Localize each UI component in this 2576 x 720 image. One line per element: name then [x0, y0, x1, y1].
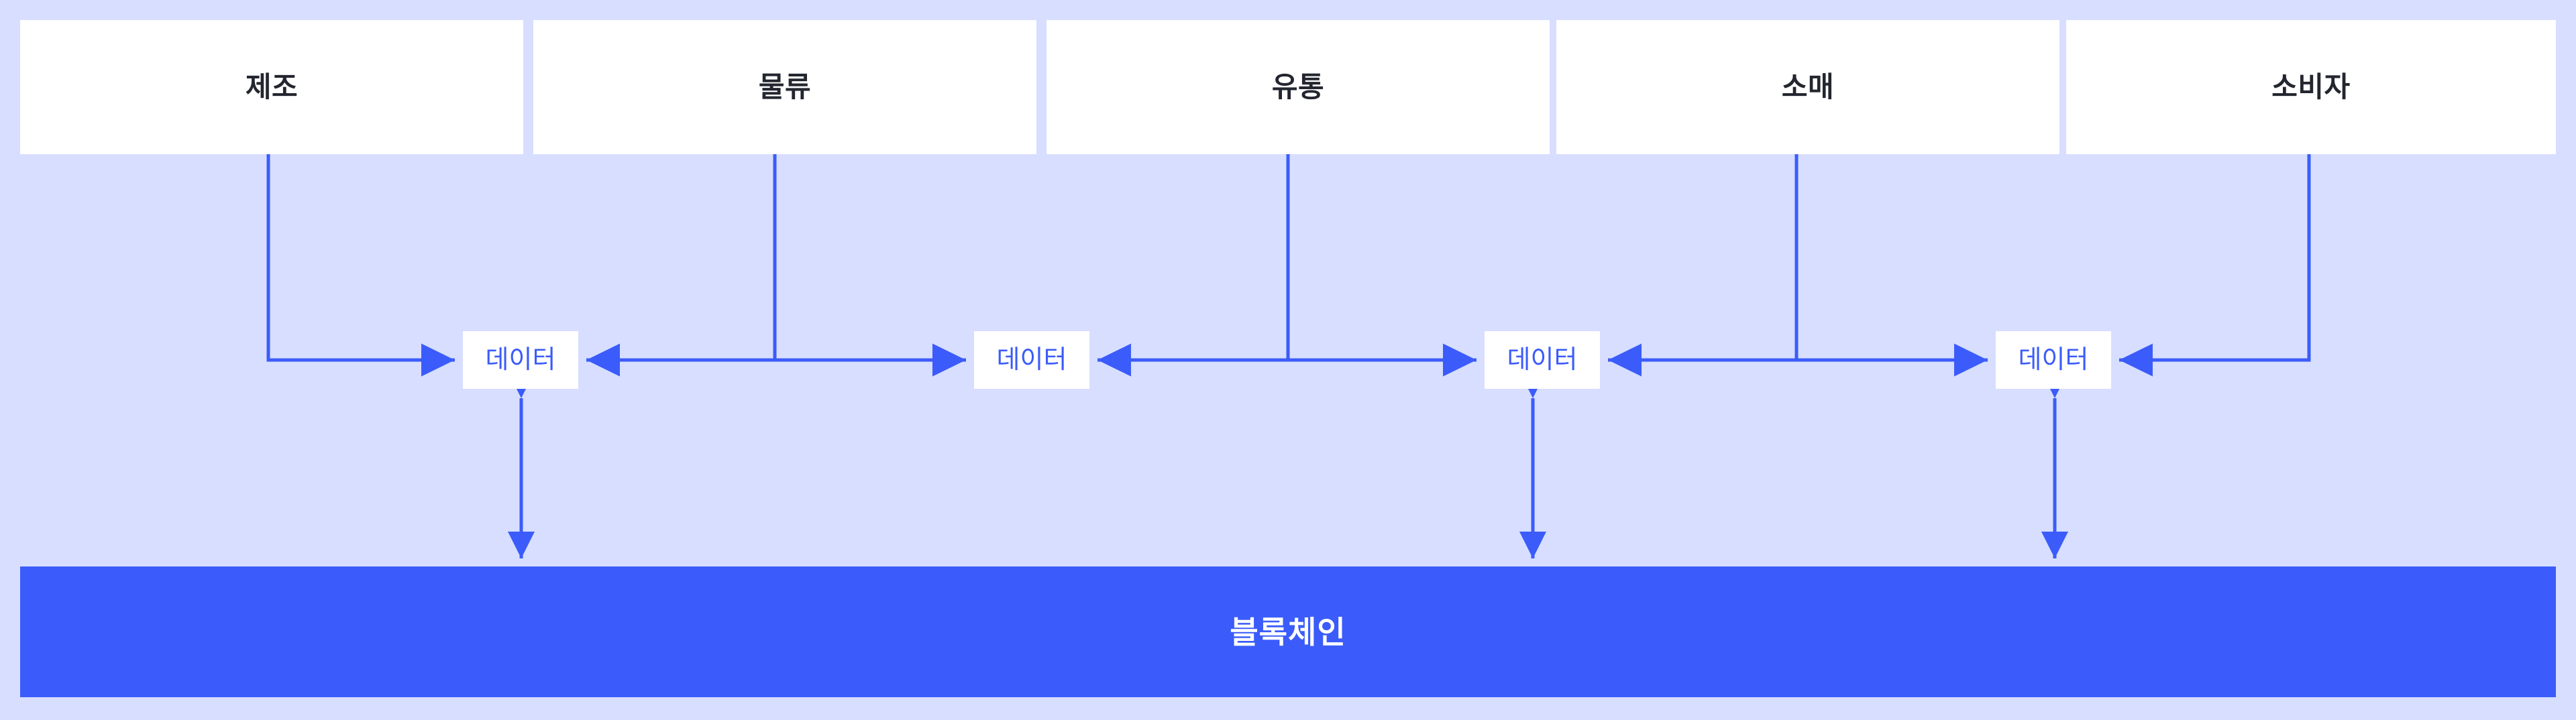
edge-retail-to-data-3 — [1608, 154, 1799, 377]
blockchain-ledger-bar[interactable]: 블록체인 — [20, 566, 2556, 697]
data-node-3[interactable]: 데이터 — [1485, 331, 1600, 389]
edge-consumer-to-data-4 — [2119, 154, 2311, 377]
stage-label-manufacturing: 제조 — [245, 71, 299, 103]
stage-box-manufacturing[interactable]: 제조 — [20, 20, 523, 154]
data-node-label-2: 데이터 — [996, 346, 1067, 374]
stage-box-retail[interactable]: 소매 — [1556, 20, 2059, 154]
data-node-label-1: 데이터 — [485, 346, 556, 374]
blockchain-ledger-label: 블록체인 — [1230, 614, 1346, 650]
edge-manufacturing-to-data-1 — [266, 154, 455, 377]
data-node-4[interactable]: 데이터 — [1996, 331, 2111, 389]
stage-label-consumer: 소비자 — [2271, 71, 2351, 103]
stage-label-retail: 소매 — [1781, 71, 1835, 103]
data-node-2[interactable]: 데이터 — [974, 331, 1089, 389]
data-node-label-4: 데이터 — [2018, 346, 2089, 374]
edge-logistics-to-data-1 — [586, 154, 777, 377]
stage-box-distribution[interactable]: 유통 — [1046, 20, 1550, 154]
data-node-1[interactable]: 데이터 — [463, 331, 578, 389]
edge-distribution-to-data-2 — [1097, 154, 1290, 377]
stage-label-distribution: 유통 — [1271, 71, 1325, 103]
stage-label-logistics: 물류 — [758, 71, 812, 103]
data-node-label-3: 데이터 — [1507, 346, 1578, 374]
stage-box-consumer[interactable]: 소비자 — [2066, 20, 2556, 154]
stage-box-logistics[interactable]: 물류 — [533, 20, 1036, 154]
